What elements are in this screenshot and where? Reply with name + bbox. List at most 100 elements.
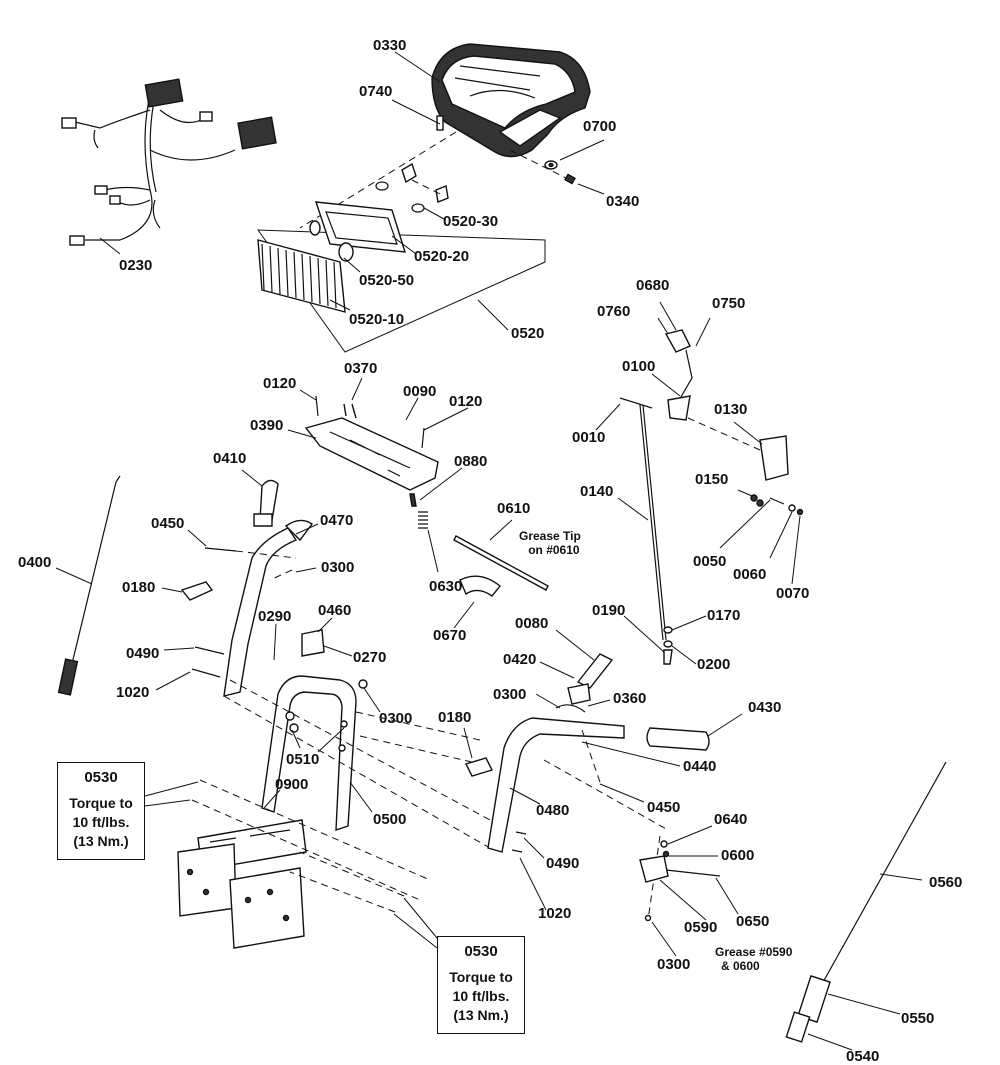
callout-0560: 0560 xyxy=(929,874,963,891)
callout-0340: 0340 xyxy=(606,193,640,210)
callout-0190: 0190 xyxy=(592,602,626,619)
callout-0510: 0510 xyxy=(286,751,320,768)
grease-tip-note: Grease Tip on #0610 xyxy=(519,529,581,558)
torque-box-left-line1: Torque to xyxy=(69,795,133,811)
callout-0100: 0100 xyxy=(622,358,656,375)
callout-0300-c: 0300 xyxy=(493,686,527,703)
spring-0630 xyxy=(418,511,428,529)
headlight-assembly xyxy=(257,162,546,353)
callout-1020-left: 1020 xyxy=(116,684,150,701)
frame-mounting-plates xyxy=(177,819,307,949)
callout-0180-right: 0180 xyxy=(438,709,472,726)
callout-0470: 0470 xyxy=(320,512,354,529)
bushing-0670 xyxy=(459,575,501,597)
left-handle-0470 xyxy=(223,519,314,697)
callout-0390: 0390 xyxy=(250,417,284,434)
right-handle-0480 xyxy=(487,704,625,853)
callout-0420: 0420 xyxy=(503,651,537,668)
callout-0680: 0680 xyxy=(636,277,670,294)
callout-0650: 0650 xyxy=(736,913,770,930)
callout-0200: 0200 xyxy=(697,656,731,673)
torque-box-right-line2: 10 ft/lbs. xyxy=(452,987,510,1004)
callout-0520-10: 0520-10 xyxy=(349,311,405,328)
callout-0300-b: 0300 xyxy=(379,710,413,727)
callout-0090: 0090 xyxy=(403,383,437,400)
grease-0590-line2: & 0600 xyxy=(721,958,760,973)
callout-0230: 0230 xyxy=(119,257,153,274)
callout-0610: 0610 xyxy=(497,500,531,517)
callout-0180-left: 0180 xyxy=(122,579,156,596)
grease-0590-line1: Grease #0590 xyxy=(715,945,793,959)
callout-0880: 0880 xyxy=(454,453,488,470)
console-cover-part xyxy=(431,43,591,158)
callout-0430: 0430 xyxy=(748,699,782,716)
torque-box-right-number: 0530 xyxy=(464,943,498,960)
callout-0120-left: 0120 xyxy=(263,375,297,392)
callout-0080: 0080 xyxy=(515,615,549,632)
lower-handle-0500 xyxy=(261,629,368,831)
callout-0740: 0740 xyxy=(359,83,393,100)
callout-0070: 0070 xyxy=(776,585,810,602)
callout-0140: 0140 xyxy=(580,483,614,500)
callout-0410: 0410 xyxy=(213,450,247,467)
callout-0050: 0050 xyxy=(693,553,727,570)
torque-box-left-line3: (13 Nm.) xyxy=(73,832,129,849)
callout-0060: 0060 xyxy=(733,566,767,583)
callout-0370: 0370 xyxy=(344,360,378,377)
callout-0120-right: 0120 xyxy=(449,393,483,410)
callout-0440: 0440 xyxy=(683,758,717,775)
callout-0520: 0520 xyxy=(511,325,545,342)
callout-0300-a: 0300 xyxy=(321,559,355,576)
callout-0630: 0630 xyxy=(429,578,463,595)
callout-0330: 0330 xyxy=(373,37,407,54)
bracket-0590 xyxy=(639,840,721,922)
callout-0900: 0900 xyxy=(275,776,309,793)
callout-0270: 0270 xyxy=(353,649,387,666)
torque-box-right: 0530 Torque to 10 ft/lbs. (13 Nm.) xyxy=(437,936,525,1034)
callout-0170: 0170 xyxy=(707,607,741,624)
callout-0750: 0750 xyxy=(712,295,746,312)
callout-0450-left: 0450 xyxy=(151,515,185,532)
torque-box-left-text: Torque to 10 ft/lbs. (13 Nm.) xyxy=(58,794,144,851)
cable-clip-0180-right xyxy=(465,757,493,777)
cable-0560 xyxy=(785,761,947,1043)
callout-0360: 0360 xyxy=(613,690,647,707)
washer-0700 xyxy=(544,160,558,170)
torque-box-right-line3: (13 Nm.) xyxy=(453,1006,509,1023)
callout-0640: 0640 xyxy=(714,811,748,828)
callout-0500: 0500 xyxy=(373,811,407,828)
callout-0490-right: 0490 xyxy=(546,855,580,872)
callout-0010: 0010 xyxy=(572,429,606,446)
screw-0340 xyxy=(564,173,576,185)
torque-box-left-line2: 10 ft/lbs. xyxy=(72,813,130,830)
callout-0520-20: 0520-20 xyxy=(414,248,470,265)
callout-0480: 0480 xyxy=(536,802,570,819)
grease-tip-line1: Grease Tip xyxy=(519,529,581,543)
callout-0700: 0700 xyxy=(583,118,617,135)
grease-tip-line2: on #0610 xyxy=(528,542,580,557)
torque-box-right-line1: Torque to xyxy=(449,969,513,985)
torque-box-right-text: Torque to 10 ft/lbs. (13 Nm.) xyxy=(438,968,524,1025)
torque-box-left: 0530 Torque to 10 ft/lbs. (13 Nm.) xyxy=(57,762,145,860)
callout-0450-right: 0450 xyxy=(647,799,681,816)
control-panel-bracket xyxy=(304,395,439,507)
chute-control-linkage xyxy=(619,329,804,665)
callout-0520-30: 0520-30 xyxy=(443,213,499,230)
callout-0150: 0150 xyxy=(695,471,729,488)
callout-0760: 0760 xyxy=(597,303,631,320)
callout-0550: 0550 xyxy=(901,1010,935,1027)
shaft-0610 xyxy=(453,535,549,591)
callout-0540: 0540 xyxy=(846,1048,880,1065)
callout-0130: 0130 xyxy=(714,401,748,418)
torque-box-left-number: 0530 xyxy=(84,769,118,786)
handle-grip-0430 xyxy=(646,727,710,751)
callout-1020-right: 1020 xyxy=(538,905,572,922)
callout-0290: 0290 xyxy=(258,608,292,625)
callout-0600: 0600 xyxy=(721,847,755,864)
callout-0400: 0400 xyxy=(18,554,52,571)
cable-clip-0180-left xyxy=(180,581,214,601)
callout-0300-d: 0300 xyxy=(657,956,691,973)
lever-0080 xyxy=(567,653,614,705)
